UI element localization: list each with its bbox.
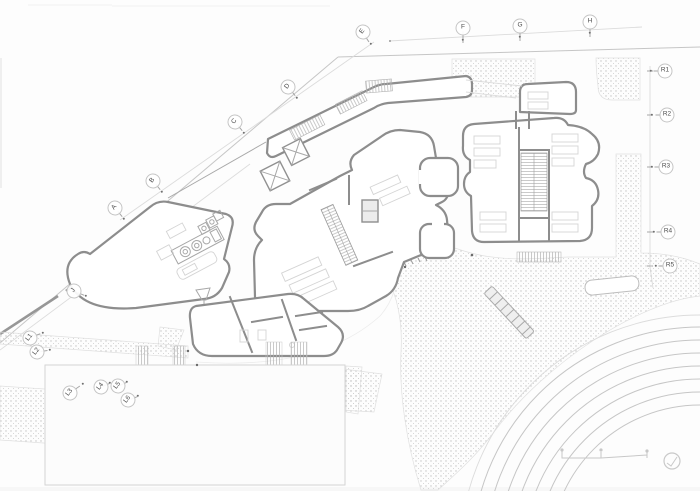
leader-dot xyxy=(125,380,129,384)
leader-dot xyxy=(48,348,52,352)
grid-marker-R1: R1 xyxy=(657,63,673,79)
grid-marker-R2: R2 xyxy=(659,107,675,123)
grid-marker-E: E xyxy=(352,21,374,43)
grid-marker-R5: R5 xyxy=(662,258,678,274)
kitchen-counter xyxy=(170,225,225,265)
leader-dot xyxy=(84,294,88,298)
kitchen-equipment xyxy=(197,209,225,236)
leader-dot xyxy=(518,35,522,39)
paper-edge-marks xyxy=(0,4,700,491)
grid-marker-label: C xyxy=(230,117,239,126)
leader-dot xyxy=(369,42,373,46)
grid-marker-label: A xyxy=(110,203,119,212)
grid-marker-label: L6 xyxy=(122,394,133,405)
grid-marker-G: G xyxy=(512,18,528,34)
leader-dot xyxy=(650,165,654,169)
grid-marker-label: D xyxy=(283,82,292,91)
entry-ramp xyxy=(484,286,534,339)
grid-marker-label: E xyxy=(358,27,367,36)
scale-bar xyxy=(560,448,649,459)
north-arrow-icon xyxy=(663,452,681,470)
leader-dot xyxy=(654,264,658,268)
leader-dot xyxy=(650,113,654,117)
grid-marker-label: R4 xyxy=(663,227,673,235)
grid-marker-label: G xyxy=(517,21,523,29)
grid-marker-label: R1 xyxy=(660,66,670,74)
leader-dot xyxy=(81,382,85,386)
corridor-building xyxy=(167,74,474,199)
leader-dot xyxy=(649,69,653,73)
grid-marker-label: R2 xyxy=(662,110,672,118)
grid-marker-label: J xyxy=(69,287,78,294)
grid-marker-label: L1 xyxy=(24,332,35,343)
track-structure xyxy=(584,275,640,296)
grid-marker-F: F xyxy=(455,20,471,36)
grid-marker-J: J xyxy=(63,280,85,302)
kitchen-building xyxy=(66,200,234,314)
leader-dot xyxy=(122,217,126,221)
leader-dot xyxy=(41,331,45,335)
grid-marker-label: R3 xyxy=(661,162,671,170)
exterior-stair xyxy=(516,251,562,263)
grid-marker-label: F xyxy=(461,23,465,31)
grid-marker-label: L3 xyxy=(64,387,75,398)
central-building xyxy=(252,128,450,313)
leader-dot xyxy=(652,230,656,234)
grid-marker-H: H xyxy=(582,14,598,30)
dining-island xyxy=(176,251,218,280)
leader-dot xyxy=(461,38,465,42)
site-boundary-lines xyxy=(0,26,700,351)
field-stair-strips xyxy=(135,341,308,371)
grid-marker-R3: R3 xyxy=(658,159,674,175)
grid-marker-label: L2 xyxy=(31,346,42,357)
grid-marker-label: L4 xyxy=(95,381,106,392)
leader-dot xyxy=(160,190,164,194)
leader-dot xyxy=(588,31,592,35)
running-track-arcs xyxy=(468,275,700,491)
right-building xyxy=(461,79,601,263)
lower-building xyxy=(188,292,345,358)
main-stair xyxy=(320,203,359,266)
leader-dot xyxy=(242,131,246,135)
grid-marker-label: H xyxy=(587,17,593,25)
grid-marker-L4: L4 xyxy=(90,376,112,398)
grid-marker-R4: R4 xyxy=(660,224,676,240)
grid-marker-label: R5 xyxy=(665,261,675,269)
grid-marker-label: L5 xyxy=(112,380,123,391)
detached-rooms xyxy=(418,156,460,260)
reference-dots xyxy=(186,253,474,367)
leader-dot xyxy=(295,96,299,100)
leader-dot xyxy=(136,394,140,398)
grid-marker-label: B xyxy=(148,176,157,185)
classroom-desks xyxy=(473,91,579,233)
